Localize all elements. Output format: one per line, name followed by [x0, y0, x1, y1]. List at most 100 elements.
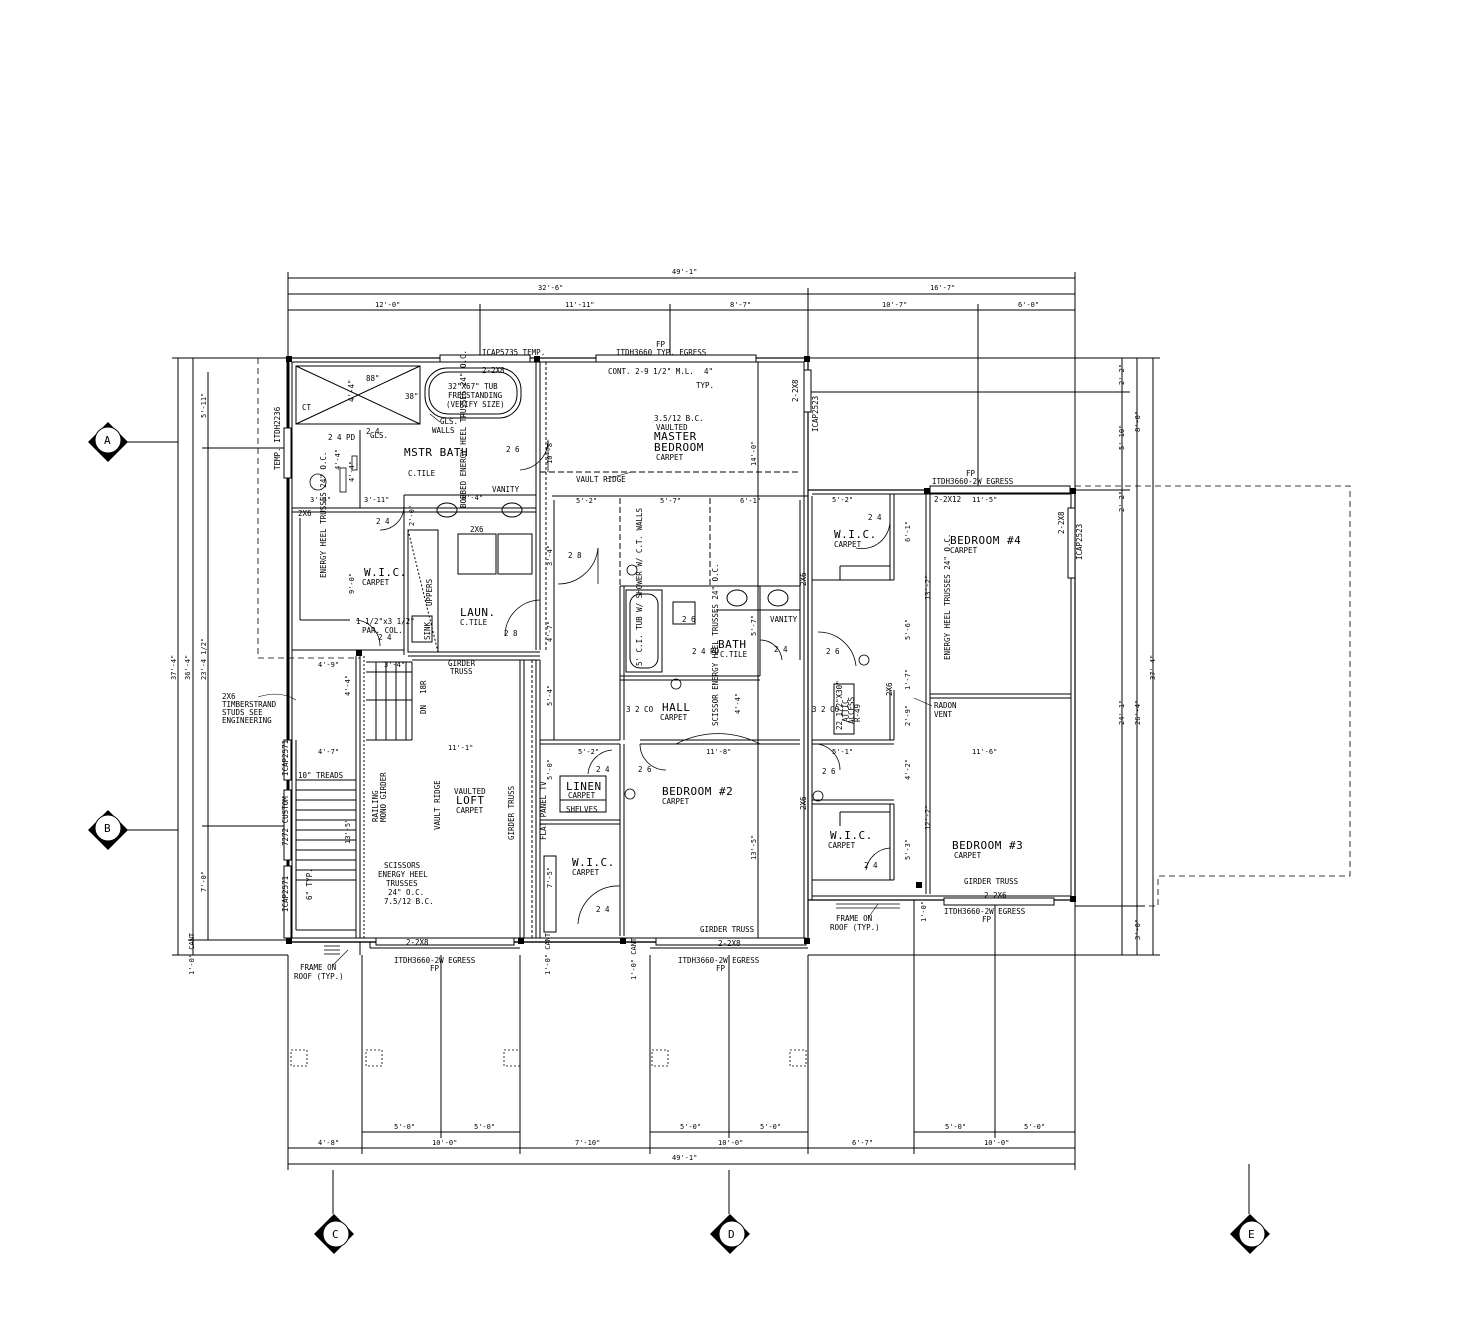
- note-cant-3: 1'-0": [920, 901, 928, 922]
- room-wic-1-name: W.I.C.: [364, 566, 407, 579]
- door-tag-6: 2 4 PD: [692, 647, 720, 656]
- svg-text:E: E: [1248, 1228, 1255, 1241]
- roof-outline: [257, 357, 1351, 907]
- note-typ: TYP.: [696, 381, 714, 390]
- room-wic-3-finish: CARPET: [834, 540, 862, 549]
- note-icap2571a: ICAP2571: [281, 740, 290, 776]
- note-vanity-1: VANITY: [492, 485, 520, 494]
- note-hdr-2x8-v: 2-2X8: [791, 379, 800, 402]
- room-bedroom-2-finish: CARPET: [662, 797, 690, 806]
- dim-left-top: 5'-11": [200, 393, 208, 418]
- idim-21: 11'-8": [706, 748, 731, 756]
- dim-bottom-seg-2: 10'-0": [432, 1139, 457, 1147]
- note-2x6-b: 2X6: [470, 525, 484, 534]
- door-swings: [355, 441, 891, 925]
- note-timber-1: 2X6: [222, 692, 236, 701]
- idim-7: 6'-1": [740, 497, 761, 505]
- note-18r: 18R: [419, 680, 428, 694]
- note-fp-top: FP: [656, 340, 666, 349]
- bottom-dimensions: [287, 900, 1076, 1170]
- dim-right-top-b: 5'-10": [1118, 425, 1126, 450]
- idim-2: 3'-11": [364, 496, 389, 504]
- room-bedroom-4-name: BEDROOM #4: [950, 534, 1021, 547]
- idim-8: 10'-8": [546, 439, 554, 464]
- note-hdr-2x6-br: 2-2X6: [984, 891, 1007, 900]
- door-tag-8: 2 6: [826, 647, 840, 656]
- idim-24: 5'-0": [546, 759, 554, 780]
- dim-bottom-sub-4: 5'-0": [760, 1123, 781, 1131]
- note-egress-br: ITDH3660-2W EGRESS: [944, 907, 1026, 916]
- note-icap2523a: ICAP2523: [811, 396, 820, 432]
- note-dn: DN: [419, 705, 428, 714]
- note-2x6-e: 2X6: [799, 796, 808, 810]
- note-scissors-3: TRUSSES: [386, 879, 418, 888]
- note-fp-r: FP: [966, 469, 976, 478]
- door-tag-14: 2 4: [596, 905, 610, 914]
- note-co-2: 3 2 CO: [812, 705, 840, 714]
- door-tag-13: 2 4: [864, 861, 878, 870]
- room-linen-finish: CARPET: [568, 791, 596, 800]
- dim-top-seg-3: 8'-7": [730, 301, 751, 309]
- note-energy-heel-left: ENERGY HEEL TRUSSES 24" O.C.: [319, 452, 328, 578]
- idim-36: 4'-2": [904, 759, 912, 780]
- room-bedroom-4-finish: CARPET: [950, 546, 978, 555]
- note-frame-1: FRAME ON: [300, 963, 336, 972]
- dim-bottom-seg-5: 6'-7": [852, 1139, 873, 1147]
- note-2x6-c: 2X6: [799, 572, 808, 586]
- stair-upper: [366, 661, 413, 741]
- grid-marker-e: E: [1230, 1214, 1270, 1254]
- idim-22: 4'-4": [734, 693, 742, 714]
- idim-40: 4'-4": [334, 449, 342, 470]
- note-2x6-d: 2X6: [885, 682, 894, 696]
- dim-top-left: 32'-6": [538, 284, 563, 292]
- room-bath-name: BATH: [718, 638, 747, 651]
- fixtures: [309, 455, 870, 802]
- room-loft-name: LOFT: [456, 794, 485, 807]
- door-tag-3: 2 8: [568, 551, 582, 560]
- door-tag-12: 2 6: [822, 767, 836, 776]
- dim-left-inner: 23'-4 1/2": [200, 638, 208, 680]
- idim-6: 5'-7": [660, 497, 681, 505]
- note-fp-b1: FP: [430, 964, 440, 973]
- master-note-2: VAULTED: [656, 423, 688, 432]
- idim-31: 6'-1": [904, 521, 912, 542]
- svg-text:B: B: [104, 822, 111, 835]
- idim-26: 13'-5": [750, 835, 758, 860]
- idim-32: 13'-2": [924, 575, 932, 600]
- note-2x6-a: 2X6: [298, 509, 312, 518]
- door-tag-5: 2 4: [378, 633, 392, 642]
- note-cant-2: 1'-0" CANT: [630, 937, 638, 980]
- door-tag-11: 2 6: [638, 765, 652, 774]
- dim-right-overall: 37'-4": [1149, 655, 1157, 680]
- master-note-1: 3.5/12 B.C.: [654, 414, 704, 423]
- note-radon-1: RADON: [934, 701, 957, 710]
- idim-35: 2'-9": [904, 705, 912, 726]
- note-cant-1: 1'-0" CANT: [544, 932, 552, 975]
- idim-29: 5'-2": [832, 496, 853, 504]
- note-egress-b2: ITDH3660-2W EGRESS: [678, 956, 760, 965]
- idim-34: 1'-7": [904, 669, 912, 690]
- note-egress-top: ITDH3660 TYP. EGRESS: [616, 348, 707, 357]
- idim-37: 12'-2": [924, 805, 932, 830]
- note-shower-38: 38": [405, 392, 419, 401]
- note-flat-panel: FLAT PANEL TV: [539, 781, 548, 840]
- idim-1: 3'-5": [310, 496, 331, 504]
- interior-walls: [292, 362, 1071, 940]
- note-timber-4: ENGINEERING: [222, 716, 272, 725]
- idim-30: 11'-5": [972, 496, 997, 504]
- room-master-name-1: MASTER: [654, 430, 697, 443]
- note-gls-1: GLS.: [440, 417, 458, 426]
- loft-note: VAULTED: [454, 787, 486, 796]
- idim-13: 4'-4": [344, 675, 352, 696]
- idim-11: 4'-9": [318, 661, 339, 669]
- dim-right-inner: 24'-1": [1118, 700, 1126, 725]
- room-laundry-name: LAUN.: [460, 606, 496, 619]
- idim-23: 5'-7": [750, 615, 758, 636]
- note-custom: 7272 CUSTOM: [281, 796, 290, 846]
- frame-on-roof-marks: [324, 899, 900, 955]
- note-girder-truss-b2: GIRDER TRUSS: [700, 925, 755, 934]
- note-girder-truss-b3: GIRDER TRUSS: [964, 877, 1019, 886]
- dim-bottom-sub-6: 5'-0": [1024, 1123, 1045, 1131]
- idim-15: 11'-1": [448, 744, 473, 752]
